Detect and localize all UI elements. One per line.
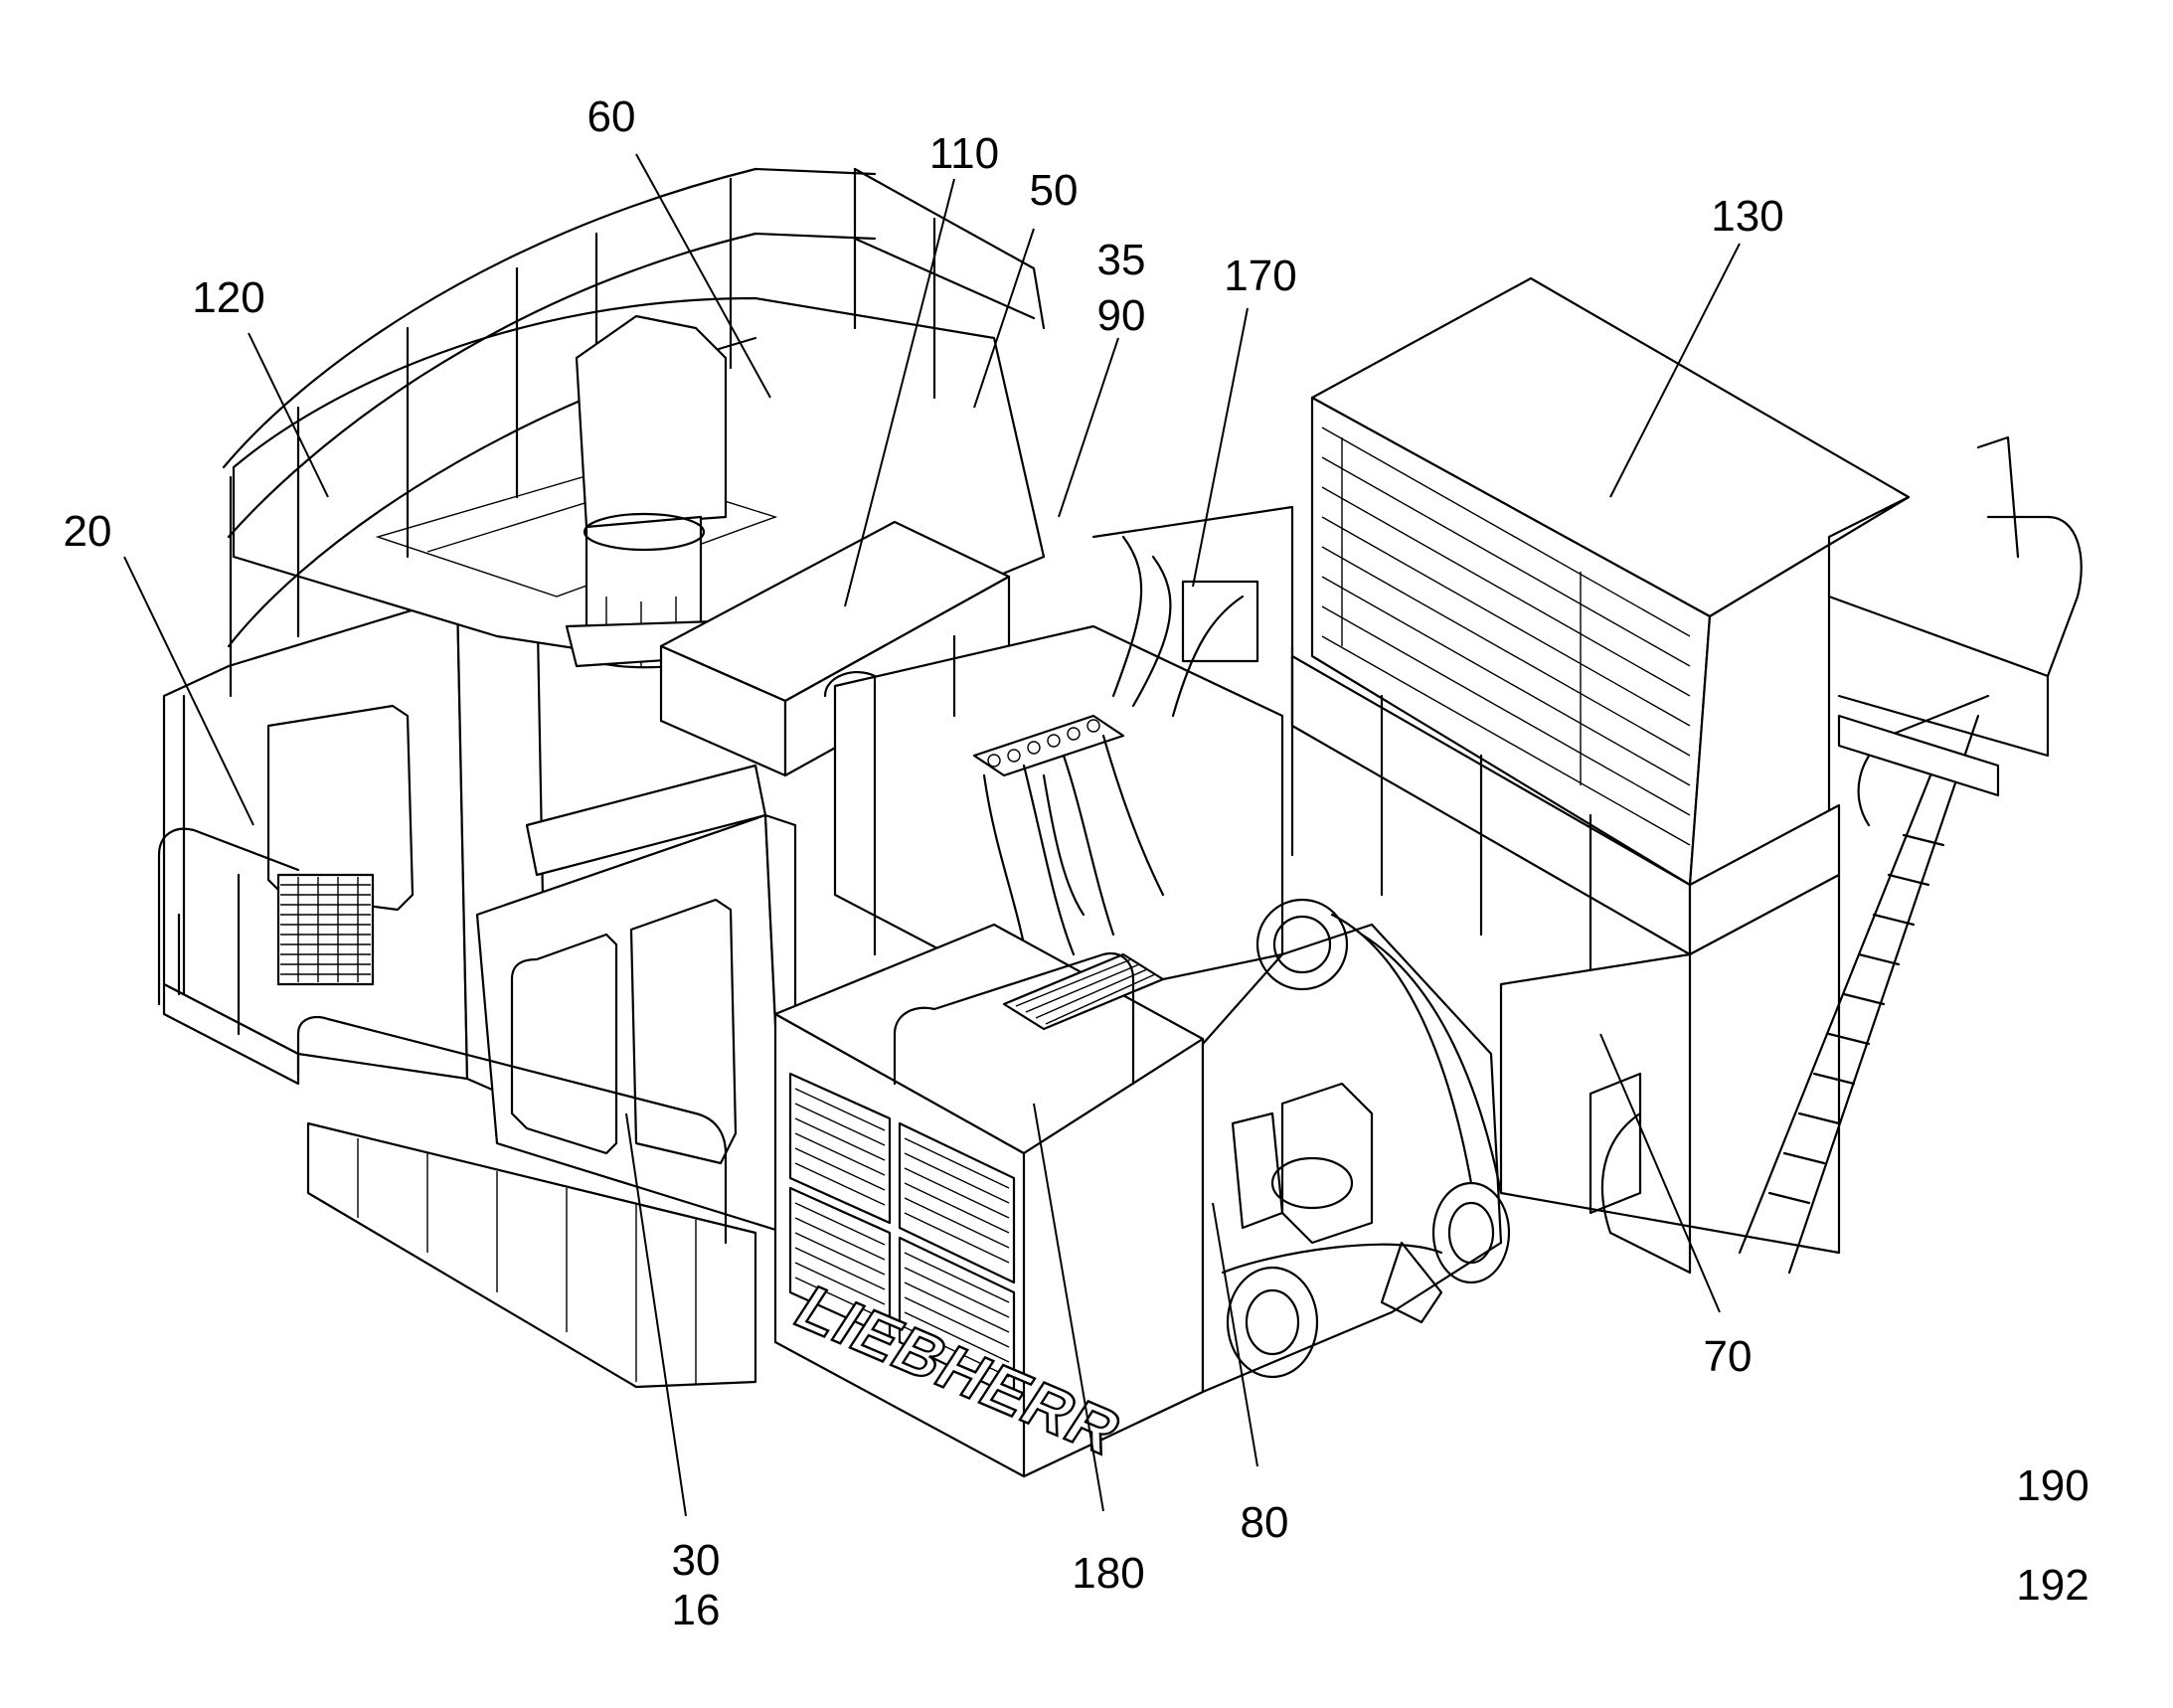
ref-numeral-50: 50 xyxy=(1029,166,1079,215)
ref-numeral-20: 20 xyxy=(63,507,112,556)
leader-lines xyxy=(123,153,1741,1517)
stairway-structure xyxy=(1499,435,2083,1275)
ref-numeral-192: 192 xyxy=(2016,1561,2089,1610)
swing-drive xyxy=(1201,898,1511,1394)
ref-numeral-120: 120 xyxy=(192,273,265,322)
ref-numeral-170: 170 xyxy=(1224,252,1297,300)
vent-grille-left xyxy=(276,873,375,986)
hydraulic-valve-area xyxy=(823,505,1294,1006)
machinery-house-left xyxy=(162,575,757,1389)
ref-numeral-110: 110 xyxy=(928,129,1000,178)
radiator-grille xyxy=(788,1072,1016,1399)
ref-numeral-180: 180 xyxy=(1072,1549,1145,1598)
ref-numeral-16: 16 xyxy=(671,1586,721,1634)
ref-numeral-30: 30 xyxy=(671,1536,721,1585)
ref-numeral-35: 35 xyxy=(1096,236,1146,284)
exhaust-silencer xyxy=(565,314,728,669)
ref-numeral-90: 90 xyxy=(1096,291,1146,340)
ref-numeral-130: 130 xyxy=(1711,192,1784,241)
cab-louvers xyxy=(1321,427,1691,846)
ref-numeral-70: 70 xyxy=(1703,1332,1753,1381)
ref-numeral-60: 60 xyxy=(586,92,636,141)
ref-numeral-190: 190 xyxy=(2016,1461,2089,1510)
radiator-unit: LIEBHERR xyxy=(773,923,1205,1478)
ref-numeral-80: 80 xyxy=(1240,1498,1289,1547)
left-handrail xyxy=(157,694,300,1036)
cab-box xyxy=(1290,276,1911,986)
